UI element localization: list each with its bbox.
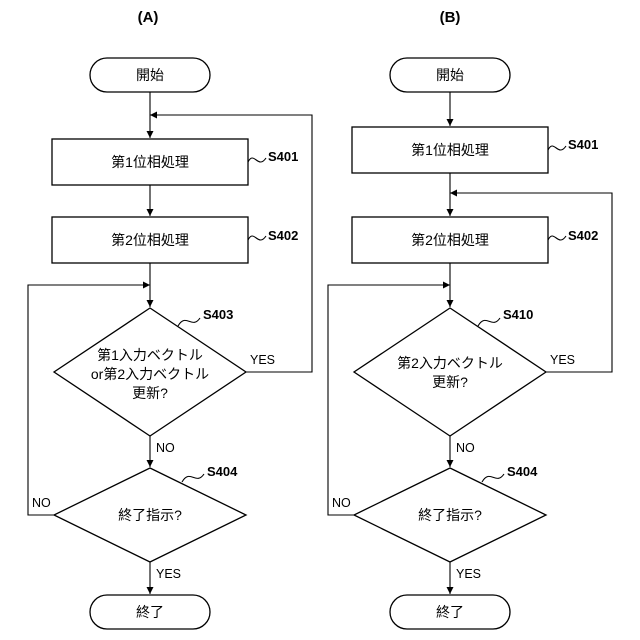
panel-a-leader-s401 [248,158,266,162]
panel-a-process-label-s401: 第1位相処理 [111,154,189,170]
panel-b-process-s402: 第2位相処理 S402 [352,217,598,263]
panel-b-leader-s404 [482,474,504,482]
panel-b-decision-text-line-2: 更新? [432,374,468,390]
panel-b-step-id-s404: S404 [507,464,538,479]
panel-b-leader-s402 [548,236,566,240]
panel-a-decision-text-line-3: 更新? [132,385,168,401]
panel-a: (A) 開始 第1位相処理 S401 第2位相処理 S402 第1入力 [28,9,312,629]
panel-a-step-id-s402: S402 [268,228,298,243]
panel-b-decision-text-line-1: 第2入力ベクトル [397,355,503,371]
panel-b-no-label-s404: NO [332,496,351,510]
panel-a-process-label-s402: 第2位相処理 [111,232,189,248]
panel-a-no-label-s404: NO [32,496,51,510]
panel-a-title: (A) [138,9,159,26]
panel-a-step-id-s401: S401 [268,149,298,164]
panel-a-process-s401: 第1位相処理 S401 [52,139,298,185]
panel-a-leader-s403 [178,318,200,326]
panel-a-step-id-s404: S404 [207,464,238,479]
panel-a-start-node: 開始 [90,58,210,92]
panel-b-decision-s404: 終了指示? S404 [354,464,546,562]
panel-b-yes-label-s404: YES [456,567,481,581]
panel-b-title: (B) [440,9,461,26]
panel-b-step-id-s402: S402 [568,228,598,243]
panel-a-no-label-s403: NO [156,441,175,455]
panel-a-decision-text-line-1: 第1入力ベクトル [97,347,203,363]
panel-a-decision-s404: 終了指示? S404 [54,464,246,562]
panel-b-end-label: 終了 [436,604,464,620]
panel-a-decision-text-line-2: or第2入力ベクトル [91,366,209,382]
panel-b-leader-s401 [548,146,566,150]
panel-a-decision-s403: 第1入力ベクトル or第2入力ベクトル 更新? S403 [54,307,246,436]
panel-b-start-node: 開始 [390,58,510,92]
panel-b-decision-s410: 第2入力ベクトル 更新? S410 [354,307,546,436]
panel-a-step-id-s403: S403 [203,307,233,322]
panel-a-decision2-text: 終了指示? [118,507,182,523]
panel-b-leader-s410 [478,318,500,326]
panel-a-leader-s402 [248,236,266,240]
panel-a-end-label: 終了 [136,604,164,620]
panel-a-process-s402: 第2位相処理 S402 [52,217,298,263]
panel-b: (B) 開始 第1位相処理 S401 第2位相処理 S402 第2入力ベクトル [328,9,612,629]
panel-a-yes-label-s403: YES [250,353,275,367]
panel-b-yes-label-s410: YES [550,353,575,367]
panel-a-end-node: 終了 [90,595,210,629]
panel-b-step-id-s410: S410 [503,307,533,322]
panel-b-no-label-s410: NO [456,441,475,455]
panel-b-decision-diamond-s410 [354,308,546,436]
panel-a-yes-label-s404: YES [156,567,181,581]
panel-b-end-node: 終了 [390,595,510,629]
panel-b-process-label-s402: 第2位相処理 [411,232,489,248]
panel-b-start-label: 開始 [436,67,464,83]
panel-b-decision2-text: 終了指示? [418,507,482,523]
panel-b-process-label-s401: 第1位相処理 [411,142,489,158]
panel-a-leader-s404 [182,474,204,482]
panel-a-start-label: 開始 [136,67,164,83]
panel-b-process-s401: 第1位相処理 S401 [352,127,598,173]
panel-b-step-id-s401: S401 [568,137,598,152]
